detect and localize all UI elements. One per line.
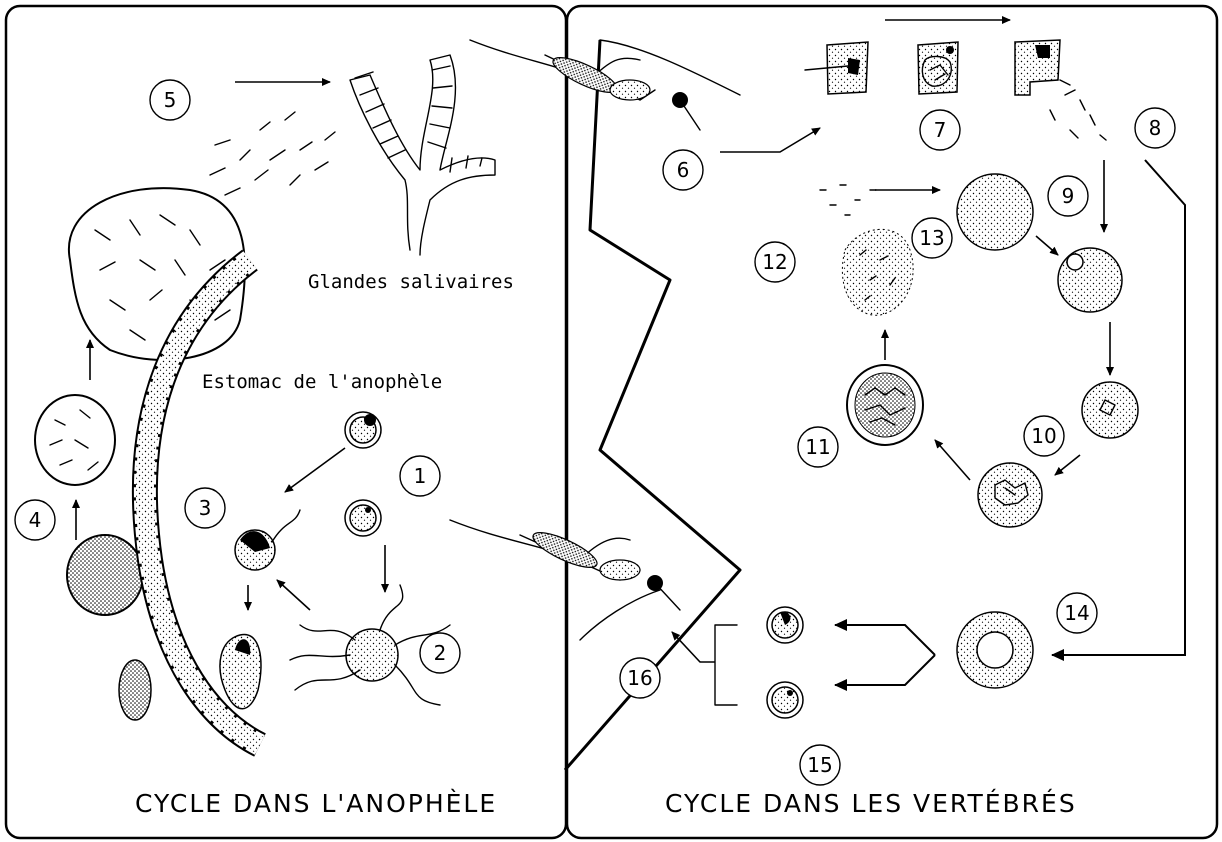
svg-text:6: 6	[677, 158, 690, 182]
step-7: 7	[920, 110, 960, 150]
rbc-uninfected	[957, 174, 1033, 250]
svg-text:15: 15	[807, 753, 832, 777]
svg-text:10: 10	[1031, 424, 1056, 448]
svg-text:4: 4	[29, 508, 42, 532]
gametocyte-15b	[767, 682, 803, 718]
step-13: 13	[912, 218, 952, 258]
step-5: 5	[150, 80, 190, 120]
step-16: 16	[620, 658, 660, 698]
svg-text:12: 12	[762, 250, 787, 274]
label-stomach: Estomac de l'anophèle	[202, 371, 442, 393]
rbc-schizont-10b	[978, 463, 1042, 527]
step-2: 2	[420, 633, 460, 673]
svg-text:3: 3	[199, 496, 212, 520]
step-15: 15	[800, 745, 840, 785]
label-salivary-glands: Glandes salivaires	[308, 271, 514, 293]
svg-text:9: 9	[1062, 184, 1075, 208]
gametocyte-15a	[767, 607, 803, 643]
gametocyte-1b	[345, 500, 381, 536]
step-6: 6	[663, 150, 703, 190]
svg-text:11: 11	[805, 435, 830, 459]
rbc-trophozoite-10a	[1082, 382, 1138, 438]
gametocyte-1a	[345, 412, 381, 448]
gametocyte-14	[957, 612, 1033, 688]
step-8: 8	[1135, 108, 1175, 148]
svg-text:13: 13	[919, 226, 944, 250]
svg-text:5: 5	[164, 88, 177, 112]
rbc-ring-9	[1058, 248, 1122, 312]
step-10: 10	[1024, 416, 1064, 456]
step-11: 11	[798, 427, 838, 467]
step-9: 9	[1048, 176, 1088, 216]
svg-text:7: 7	[934, 118, 947, 142]
title-left: CYCLE DANS L'ANOPHÈLE	[135, 789, 497, 818]
title-right: CYCLE DANS LES VERTÉBRÉS	[665, 789, 1077, 818]
svg-text:1: 1	[414, 464, 427, 488]
step-14: 14	[1057, 593, 1097, 633]
rbc-mature-schizont-11	[847, 365, 923, 445]
oocyst-small	[67, 535, 143, 615]
svg-text:16: 16	[627, 666, 652, 690]
step-12: 12	[755, 242, 795, 282]
oocyst-mid	[35, 395, 115, 485]
svg-text:2: 2	[434, 641, 447, 665]
liver-cell-7	[918, 42, 958, 94]
step-3: 3	[185, 488, 225, 528]
svg-text:14: 14	[1064, 601, 1089, 625]
step-4: 4	[15, 500, 55, 540]
ookinete-wall	[119, 660, 151, 720]
step-1: 1	[400, 456, 440, 496]
svg-text:8: 8	[1149, 116, 1162, 140]
